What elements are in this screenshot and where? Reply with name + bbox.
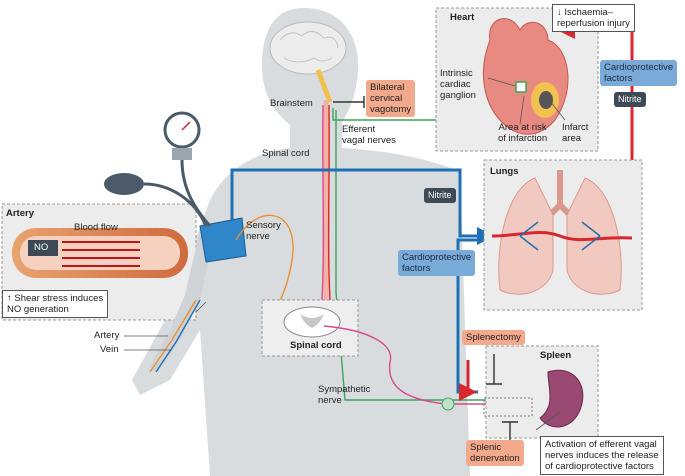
spinal-cord-box-label: Spinal cord: [290, 340, 342, 351]
efferent-vagal-label: Efferent vagal nerves: [342, 124, 396, 146]
cardioprotective-factors-mid: Cardioprotective factors: [398, 250, 476, 276]
sphygmomanometer: [104, 111, 212, 227]
vein-arm-label: Vein: [100, 344, 119, 355]
spinal-cord-nerves: [321, 100, 331, 301]
nitrite-top-tag: Nitrite: [614, 92, 646, 107]
blue-vessel-to-lungs: [230, 168, 495, 245]
body-silhouette: [132, 7, 470, 476]
shear-stress-note: ↑ Shear stress induces NO generation: [2, 290, 109, 318]
arm-illustration: [148, 230, 215, 372]
no-box: [28, 240, 58, 256]
infarct-area-label: Infarct area: [562, 122, 589, 144]
activation-note: Activation of efferent vagal nerves indu…: [540, 436, 664, 475]
heart-title: Heart: [450, 12, 475, 23]
splenectomy-tag: Splenectomy: [462, 330, 525, 345]
lungs-title: Lungs: [490, 166, 519, 177]
bp-cuff: [199, 217, 247, 263]
sympathetic-nerve-label: Sympathetic nerve: [318, 384, 371, 406]
blood-flow-arrows: [62, 241, 140, 267]
ischaemia-note: ↓ Ischaemia– reperfusion injury: [552, 4, 635, 32]
ganglion-node: [441, 397, 455, 411]
artery-arm-label: Artery: [94, 330, 120, 341]
brain-illustration: [269, 21, 347, 103]
sensory-nerve-label: Sensory nerve: [246, 220, 281, 242]
no-label: NO: [34, 242, 49, 253]
artery-box-title: Artery: [6, 208, 34, 219]
splenic-denervation-tag: Splenic denervation: [466, 440, 524, 466]
area-at-risk-label: Area at risk of infarction: [498, 122, 548, 144]
spleen-illustration: [539, 369, 584, 428]
nitrite-mid-tag: Nitrite: [424, 188, 456, 203]
blood-flow-label: Blood flow: [74, 222, 118, 233]
leader-lines: [124, 77, 566, 431]
bilateral-vagotomy-tag: Bilateral cervical vagotomy: [366, 80, 416, 117]
lungs-illustration: [491, 170, 633, 295]
spleen-title: Spleen: [540, 350, 572, 361]
vagotomy-block: [333, 96, 365, 108]
sympathetic-nerve: [323, 325, 500, 405]
heart-illustration: [482, 18, 569, 135]
cardioprotective-factors-top: Cardioprotective factors: [600, 60, 678, 86]
intrinsic-ganglion-label: Intrinsic cardiac ganglion: [440, 68, 476, 101]
brainstem-label: Brainstem: [270, 98, 313, 109]
spinal-cord-upper-label: Spinal cord: [262, 148, 310, 159]
